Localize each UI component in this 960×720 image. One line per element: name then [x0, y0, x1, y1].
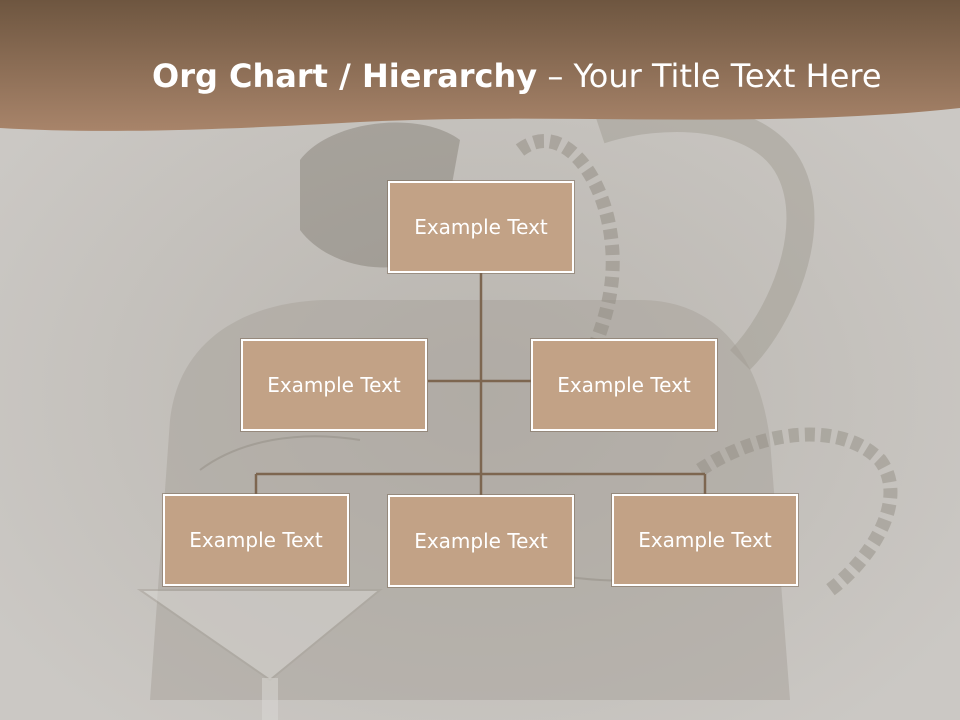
title-bold-part: Org Chart / Hierarchy [152, 57, 538, 95]
org-node-label: Example Text [414, 529, 548, 553]
org-node-assistant-left[interactable]: Example Text [241, 339, 427, 431]
title-separator: – [537, 57, 574, 95]
org-node-subordinate-right[interactable]: Example Text [612, 494, 798, 586]
org-node-label: Example Text [638, 528, 772, 552]
header-band [0, 0, 960, 131]
org-node-subordinate-left[interactable]: Example Text [163, 494, 349, 586]
org-node-assistant-right[interactable]: Example Text [531, 339, 717, 431]
org-node-label: Example Text [189, 528, 323, 552]
org-node-root[interactable]: Example Text [388, 181, 574, 273]
title-subtitle-part: Your Title Text Here [573, 57, 882, 95]
org-node-label: Example Text [267, 373, 401, 397]
slide-title: Org Chart / Hierarchy – Your Title Text … [152, 52, 882, 100]
org-node-label: Example Text [414, 215, 548, 239]
org-node-label: Example Text [557, 373, 691, 397]
org-node-subordinate-center[interactable]: Example Text [388, 495, 574, 587]
